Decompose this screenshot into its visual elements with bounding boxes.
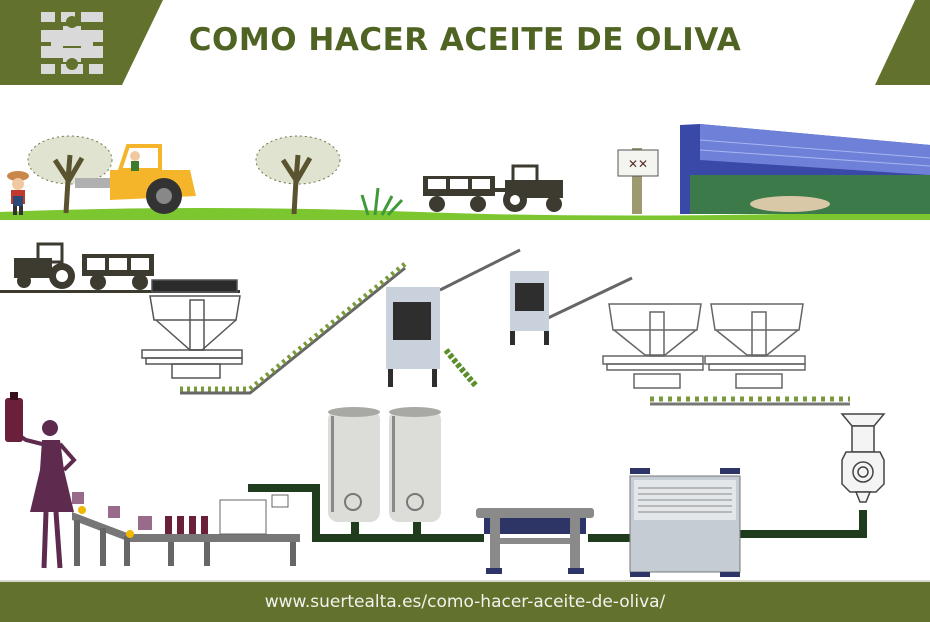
svg-text:✕✕: ✕✕: [628, 157, 648, 171]
footer: www.suertealta.es/como-hacer-aceite-de-o…: [0, 580, 930, 622]
bottling-line-icon: [72, 492, 300, 566]
olive-tree-icon: [27, 135, 113, 214]
tractor-trailer-icon: [0, 242, 240, 293]
storage-tank-icon: [389, 407, 441, 522]
logo-icon: [41, 12, 103, 74]
right-banner-shape: [875, 0, 930, 85]
illustration-canvas: ✕✕: [0, 124, 930, 577]
storage-tank-icon: [328, 407, 380, 522]
reception-hopper-icon: [141, 279, 243, 379]
olive-tree-icon: [255, 135, 341, 215]
signpost-logo-icon: ✕✕: [617, 148, 659, 214]
vertical-centrifuge-icon: [476, 508, 594, 574]
woman-with-bottle-icon: [5, 392, 77, 569]
decanter-centrifuge-icon: [629, 468, 741, 577]
header: COMO HACER ACEITE DE OLIVA: [0, 0, 930, 85]
tree-shaker-vehicle-icon: [75, 144, 196, 214]
leaf-cleaner-icon: [386, 287, 479, 388]
website-link[interactable]: www.suertealta.es/como-hacer-aceite-de-o…: [264, 592, 666, 612]
storage-hoppers-icon: [602, 303, 806, 389]
process-illustration: ✕✕: [0, 85, 930, 580]
tractor-trailer-icon: [423, 164, 563, 212]
mill-crusher-icon: [840, 413, 886, 503]
page-title: COMO HACER ACEITE DE OLIVA: [188, 22, 742, 58]
olive-mill-building-icon: [680, 124, 930, 214]
washer-icon: [510, 271, 549, 345]
grass-icon: [360, 187, 404, 217]
header-banner: [0, 0, 930, 85]
conveyor-belt-icon: [180, 248, 850, 406]
pipe-icon: [248, 484, 867, 542]
farmer-icon: [7, 171, 29, 215]
grass-ground: [0, 208, 930, 220]
